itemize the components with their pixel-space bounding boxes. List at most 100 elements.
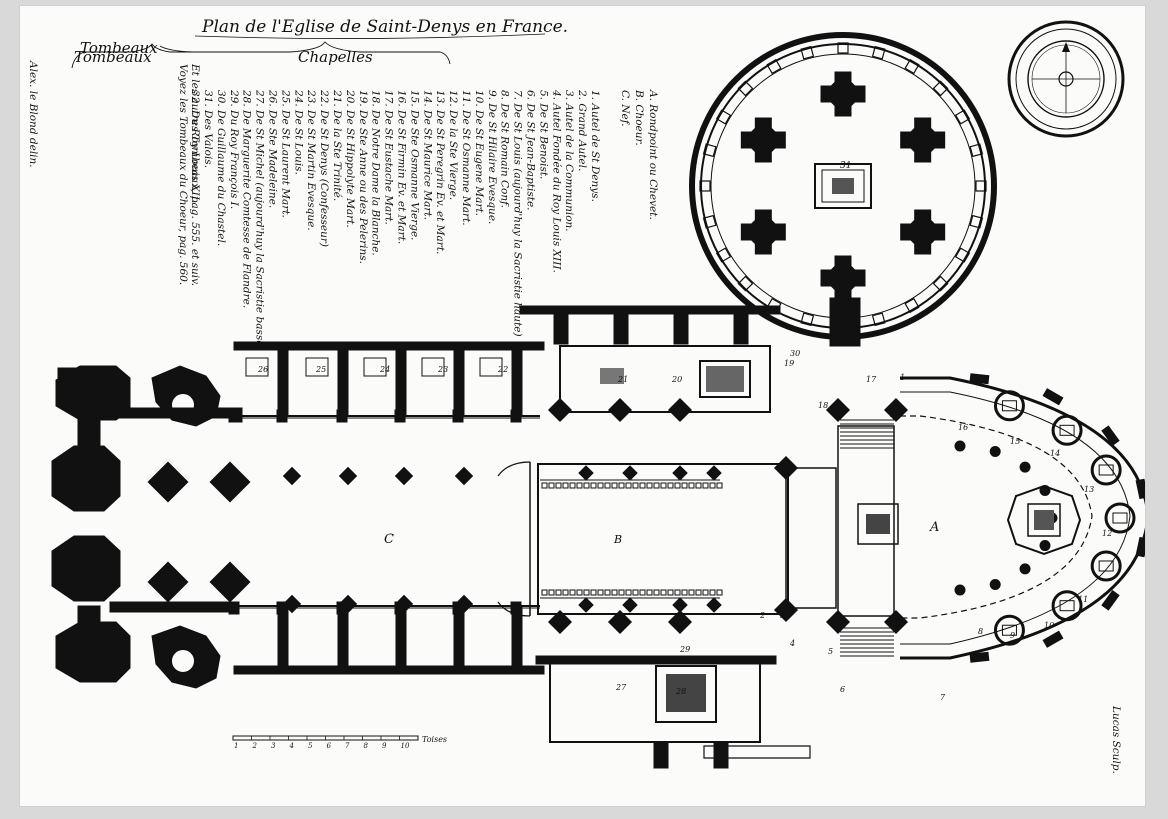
nave-piers <box>147 409 522 615</box>
choir-stall <box>569 589 576 596</box>
legend-letter-entry: C. Nef. <box>619 90 631 127</box>
apse-column <box>1019 461 1031 473</box>
scale-number: 5 <box>308 742 313 750</box>
choir-stall <box>562 589 569 596</box>
rotunda-pier-core <box>902 119 944 161</box>
rotunda-pier-core <box>742 211 784 253</box>
nave-pier <box>282 594 302 614</box>
chapel-wall <box>277 341 289 417</box>
apse-altar <box>1098 560 1114 572</box>
chapel-wall <box>511 341 523 417</box>
chapel-number: 30 <box>790 349 800 358</box>
rotunda-niche <box>932 275 949 292</box>
chapel-number: 28 <box>675 687 686 696</box>
chapel-number: 12 <box>1102 529 1112 538</box>
nave-pier <box>394 466 414 486</box>
footnote-line-2: Et les autres Tombeaux, pag. 555. et sui… <box>189 63 201 286</box>
choir-stall <box>639 482 646 489</box>
legend-number-entry: 23. De St Martin Evesque. <box>305 89 317 231</box>
choir-stall <box>646 589 653 596</box>
aisle-pier <box>452 601 464 615</box>
legend-number-entry: 16. De St Firmin Ev. et Mart. <box>396 90 408 244</box>
choir-stall <box>583 482 590 489</box>
choir-stall <box>709 482 716 489</box>
rotunda-pier-core <box>902 211 944 253</box>
legend-number-entry: 8. De St Romain Conf. <box>499 90 511 208</box>
aisle-pier <box>510 409 522 423</box>
apse-column <box>1039 540 1051 552</box>
choir-stall <box>681 482 688 489</box>
nave-pier <box>338 466 358 486</box>
rotunda-niche <box>737 80 754 97</box>
legend-number-entry: 13. De St Peregrin Ev. et Mart. <box>434 90 446 254</box>
choir-stall <box>562 482 569 489</box>
legend-number-entry: 11. De St Osmanne Mart. <box>460 90 472 226</box>
choir-pier <box>672 465 688 481</box>
legend-number-entry: 24. De St Louis. <box>292 89 304 175</box>
apse-column <box>1019 563 1031 575</box>
scale-number: 3 <box>271 742 276 750</box>
choir-stall <box>702 482 709 489</box>
chapel-wall <box>337 341 349 417</box>
chapel-number: 17 <box>866 375 877 384</box>
aisle-pier <box>276 409 288 423</box>
legend-letter-entry: A. Rondpoint ou Chevet. <box>647 89 659 220</box>
choir-stall <box>695 482 702 489</box>
choir-stall <box>618 589 625 596</box>
chapel-number: 13 <box>1084 485 1094 494</box>
title-flourish <box>194 33 546 39</box>
chapel-wall <box>395 341 407 417</box>
apse-column <box>954 440 966 452</box>
apse-altar <box>1001 624 1017 636</box>
rotunda-niche <box>837 42 849 54</box>
crossing-piers <box>547 397 909 635</box>
choir-stall <box>702 589 709 596</box>
scale-number: 7 <box>345 742 350 750</box>
apse-buttress <box>969 651 990 663</box>
tombeaux-header: Tombeaux <box>80 39 158 57</box>
apse-column <box>954 584 966 596</box>
chapel-number: 22 <box>497 365 508 374</box>
choir-stall <box>604 589 611 596</box>
chapel-altar <box>245 357 269 377</box>
chapel-number: 26 <box>257 365 268 374</box>
apse-chapel <box>1104 502 1136 534</box>
chapel-number: 11 <box>1078 595 1088 604</box>
rotunda-niche <box>932 80 949 97</box>
choir-stall <box>611 589 618 596</box>
plan-title: Plan de l'Eglise de Saint-Denys en Franc… <box>201 17 568 37</box>
choir-stall <box>639 589 646 596</box>
west-front <box>51 365 235 689</box>
crossing-pier <box>667 609 693 635</box>
label-chevet: A <box>929 520 939 535</box>
chapel-altar <box>421 357 445 377</box>
scale-number: 10 <box>401 742 410 750</box>
rotunda-niche <box>969 143 984 158</box>
apse-chapel <box>993 390 1025 422</box>
choir-stall <box>646 482 653 489</box>
choir-stall <box>625 482 632 489</box>
chapel-number: 10 <box>1044 621 1054 630</box>
choir-stall <box>576 589 583 596</box>
rotunda-niche <box>715 247 732 263</box>
choir-stall <box>681 589 688 596</box>
label-choir: B <box>613 533 622 546</box>
legend-number-entry: 12. De la Ste Vierge. <box>447 90 459 200</box>
legend-number-entry: 27. De St Michel (aujourd'huy la Sacrist… <box>254 89 266 351</box>
choir-stall <box>583 589 590 596</box>
choir-stall <box>688 589 695 596</box>
scale-number: 6 <box>327 742 332 750</box>
choir-pier <box>706 597 722 613</box>
chapel-number: 9 <box>1010 631 1015 640</box>
chapel-number: 3 <box>780 611 785 620</box>
legend-number-entry: 6. De St Jean-Baptiste. <box>525 90 537 211</box>
choir-stall <box>674 589 681 596</box>
choir-stall <box>555 482 562 489</box>
chapel-number: 16 <box>958 423 968 432</box>
choir-stall <box>674 482 681 489</box>
chapel-number: 7 <box>940 693 946 702</box>
chapel-number: 4 <box>789 639 795 648</box>
choir-stall <box>716 482 723 489</box>
apse-altar <box>1059 424 1075 436</box>
choir-pier <box>578 597 594 613</box>
